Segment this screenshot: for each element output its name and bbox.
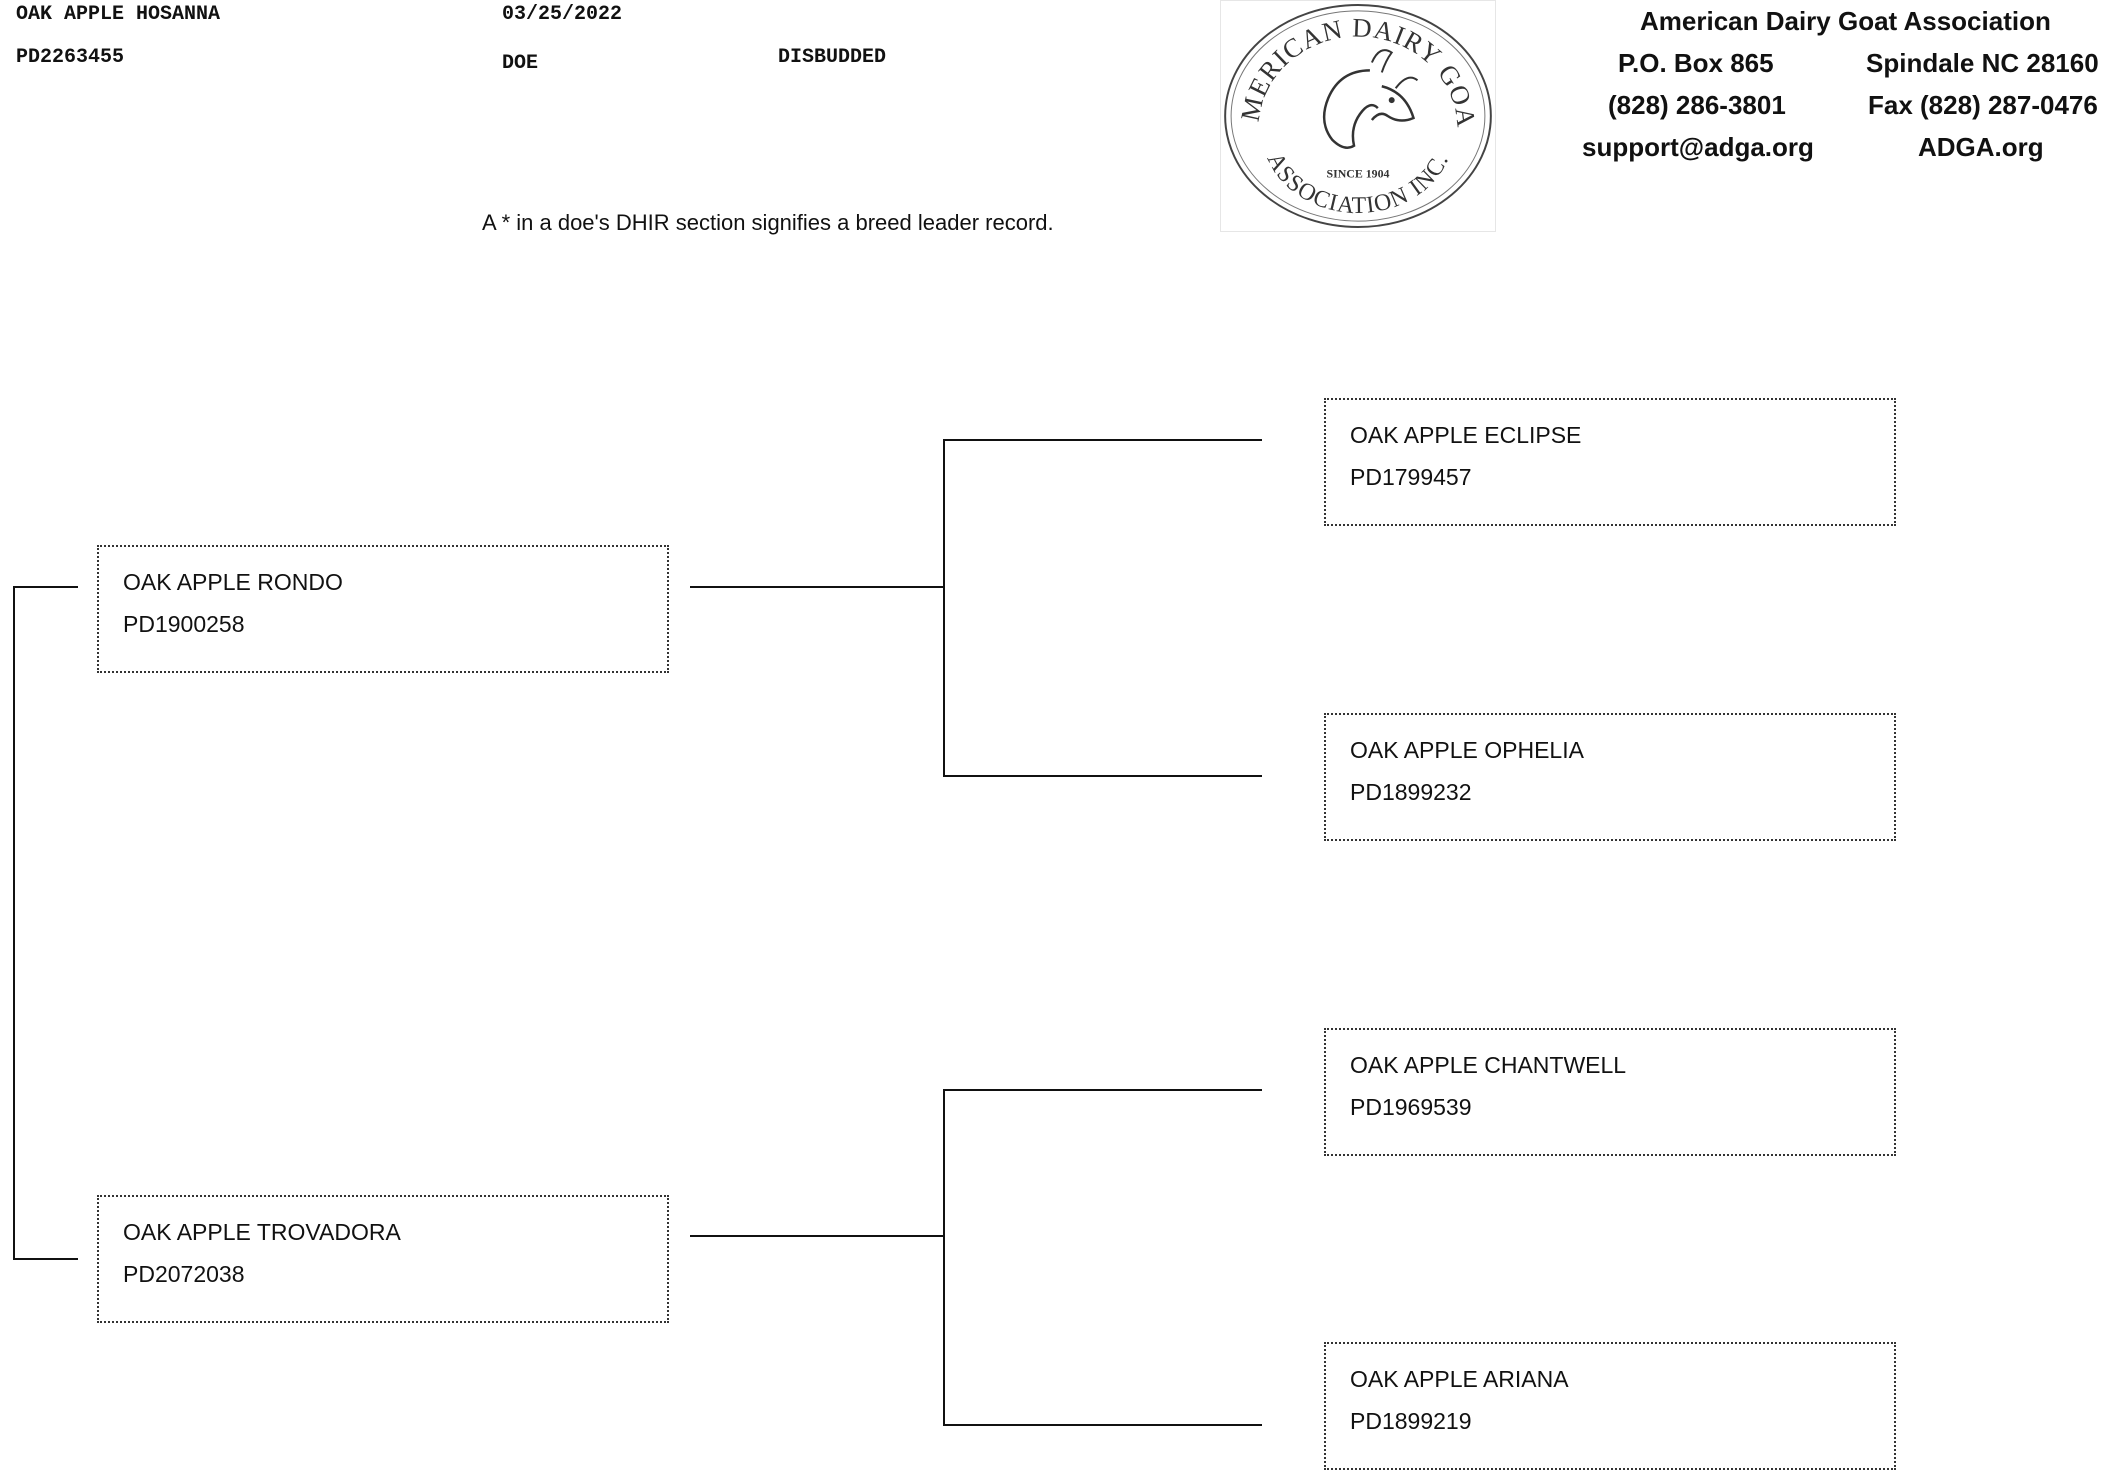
dam-name: OAK APPLE TROVADORA xyxy=(123,1219,401,1245)
birth-date: 03/25/2022 xyxy=(502,3,623,26)
phone-number: (828) 286-3801 xyxy=(1608,90,1786,120)
dam-registration: PD2072038 xyxy=(123,1261,245,1287)
animal-name: OAK APPLE HOSANNA xyxy=(16,3,221,26)
sire-dam-name: OAK APPLE OPHELIA xyxy=(1350,737,1584,763)
email-link[interactable]: support@adga.org xyxy=(1582,132,1814,162)
animal-sex: DOE xyxy=(502,52,539,75)
goat-heads-emblem-icon: AMERICAN DAIRY GOAT ASSOCIATION INC. SIN… xyxy=(1221,1,1492,229)
sire-name: OAK APPLE RONDO xyxy=(123,569,343,595)
city-state-zip: Spindale NC 28160 xyxy=(1866,48,2099,78)
sire-registration: PD1900258 xyxy=(123,611,245,637)
sire-card: OAK APPLE RONDO PD1900258 xyxy=(97,545,669,673)
sire-sire-card: OAK APPLE ECLIPSE PD1799457 xyxy=(1324,398,1896,526)
sire-sire-registration: PD1799457 xyxy=(1350,464,1472,490)
sire-grandparents-bracket xyxy=(943,439,1262,777)
dam-sire-name: OAK APPLE CHANTWELL xyxy=(1350,1052,1627,1078)
association-name: American Dairy Goat Association xyxy=(1640,6,2051,36)
dam-grandparents-bracket xyxy=(943,1089,1262,1426)
fax-number: Fax (828) 287-0476 xyxy=(1868,90,2098,120)
po-box: P.O. Box 865 xyxy=(1618,48,1774,78)
animal-registration: PD2263455 xyxy=(16,46,125,69)
dam-sire-registration: PD1969539 xyxy=(1350,1094,1472,1120)
sire-dam-registration: PD1899232 xyxy=(1350,779,1472,805)
root-bracket-line xyxy=(13,586,78,1260)
dam-dam-card: OAK APPLE ARIANA PD1899219 xyxy=(1324,1342,1896,1470)
horn-status: DISBUDDED xyxy=(778,46,887,69)
dam-dam-registration: PD1899219 xyxy=(1350,1408,1472,1434)
sire-dam-card: OAK APPLE OPHELIA PD1899232 xyxy=(1324,713,1896,841)
dam-dam-name: OAK APPLE ARIANA xyxy=(1350,1366,1569,1392)
adga-logo: AMERICAN DAIRY GOAT ASSOCIATION INC. SIN… xyxy=(1220,0,1496,232)
dam-sire-card: OAK APPLE CHANTWELL PD1969539 xyxy=(1324,1028,1896,1156)
sire-sire-name: OAK APPLE ECLIPSE xyxy=(1350,422,1582,448)
svg-text:SINCE 1904: SINCE 1904 xyxy=(1326,166,1389,180)
breed-leader-note: A * in a doe's DHIR section signifies a … xyxy=(482,210,1054,235)
website-link[interactable]: ADGA.org xyxy=(1918,132,2044,162)
dam-card: OAK APPLE TROVADORA PD2072038 xyxy=(97,1195,669,1323)
